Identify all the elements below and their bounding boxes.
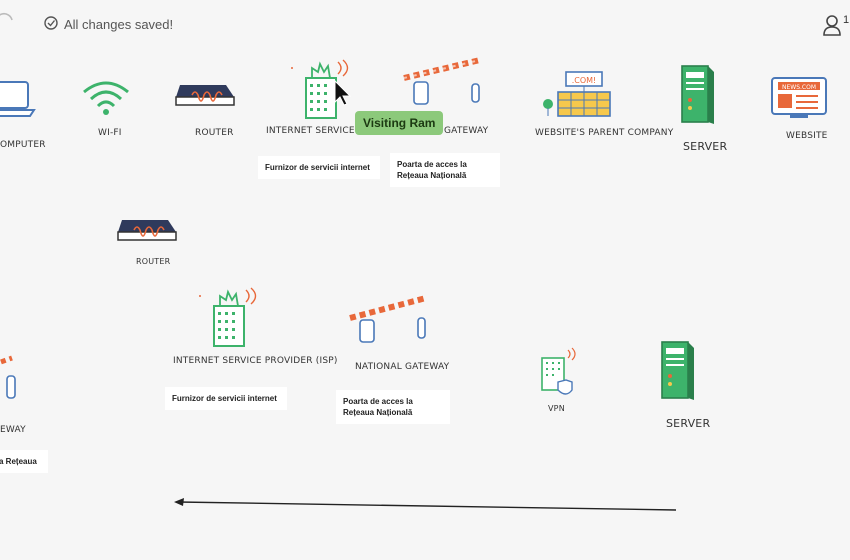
cursor-icon [334,79,352,111]
isp-building-icon[interactable] [288,58,358,125]
collaborators-button[interactable]: 1 [822,14,849,41]
website-browser-icon[interactable]: NEWS.COM [770,76,830,123]
undo-icon[interactable] [0,12,14,32]
save-status: All changes saved! [44,16,173,33]
isp-note-2[interactable]: Furnizor de servicii internet [165,387,287,410]
gateway-barrier-icon[interactable] [400,56,490,113]
parent-company-label: WEBSITE'S PARENT COMPANY [535,128,674,138]
save-status-text: All changes saved! [64,17,174,32]
wifi-icon[interactable] [80,78,132,123]
connector-arrow[interactable] [170,496,680,521]
gateway-barrier-icon-2[interactable] [346,294,436,351]
computer-icon[interactable] [0,80,40,125]
collaborator-count: 1 [843,14,850,26]
vpn-building-icon[interactable] [532,344,580,405]
vpn-label: VPN [548,404,565,413]
server-icon[interactable] [678,64,718,133]
gateway-label-3: EWAY [0,425,26,435]
router-icon[interactable] [175,83,236,118]
router-label: ROUTER [195,128,234,138]
gateway-label-2: NATIONAL GATEWAY [355,362,450,372]
news-sign-text: NEWS.COM [782,84,816,91]
server-label-2: SERVER [666,417,711,430]
check-circle-icon [44,16,58,33]
com-sign-text: .COM! [572,76,597,85]
isp-label-2: INTERNET SERVICE PROVIDER (ISP) [173,356,338,366]
server-label: SERVER [683,140,728,153]
gateway-barrier-icon-3[interactable] [0,355,24,411]
computer-label: OMPUTER [0,140,46,150]
gateway-note-2[interactable]: Poarta de acces la Rețeaua Națională [336,390,450,424]
gateway-label: GATEWAY [444,126,489,136]
isp-building-icon-2[interactable] [196,286,266,353]
gateway-note-3[interactable]: a Rețeaua [0,450,48,473]
gateway-note[interactable]: Poarta de acces la Rețeaua Națională [390,153,500,187]
router-icon-2[interactable] [117,218,178,253]
isp-note[interactable]: Furnizor de servicii internet [258,156,380,179]
isp-label: INTERNET SERVICE PROVIDER (ISP) [266,126,431,136]
website-label: WEBSITE [786,131,828,141]
parent-company-building-icon[interactable]: .COM! [540,70,616,125]
user-icon [822,14,842,41]
collaborator-cursor-tag: Visiting Ram [355,111,444,135]
router-label-2: ROUTER [136,257,171,266]
server-icon-2[interactable] [658,340,698,409]
wifi-label: WI-FI [98,128,122,138]
